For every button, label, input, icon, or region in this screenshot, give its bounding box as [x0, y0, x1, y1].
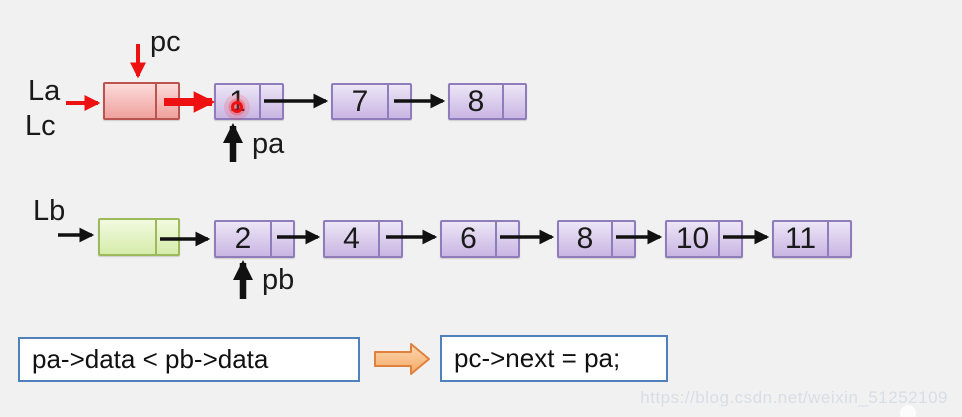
lb-list-label: Lb — [33, 195, 66, 227]
condition-box: pa->data < pb->data — [18, 337, 360, 382]
statement-box: pc->next = pa; — [440, 335, 668, 382]
node-value: 10 — [675, 222, 710, 255]
node-value: 7 — [351, 84, 369, 118]
pa-pointer-label: pa — [252, 128, 285, 160]
head-data-cell — [100, 220, 155, 254]
node-pointer-cell — [259, 85, 282, 118]
la-head-node — [103, 82, 180, 120]
condition-text: pa->data < pb->data — [32, 344, 269, 374]
node-value: 8 — [467, 84, 485, 118]
lc-list-label: Lc — [25, 110, 56, 142]
pb-pointer-label: pb — [262, 264, 295, 296]
implies-block-arrow — [374, 343, 430, 375]
node-pointer-cell — [611, 222, 634, 256]
lb-head-node — [98, 218, 180, 256]
node-value: 11 — [784, 222, 817, 255]
node-value: 1 — [229, 84, 246, 118]
pc-pointer-label: pc — [150, 26, 181, 58]
node-pointer-cell — [270, 222, 293, 256]
la-node-1: 1 — [214, 83, 284, 120]
statement-text: pc->next = pa; — [454, 343, 621, 373]
node-pointer-cell — [495, 222, 518, 256]
la-node-7: 7 — [331, 83, 412, 120]
node-pointer-cell — [155, 220, 178, 254]
node-pointer-cell — [387, 85, 410, 118]
node-pointer-cell — [378, 222, 401, 256]
node-pointer-cell — [502, 85, 525, 118]
lb-node-4: 4 — [323, 220, 403, 258]
node-pointer-cell — [155, 84, 178, 118]
watermark-url: https://blog.csdn.net/weixin_51252109 — [640, 388, 948, 407]
node-pointer-cell — [827, 222, 850, 256]
node-value: 8 — [576, 222, 594, 255]
node-value: 2 — [234, 222, 252, 255]
la-node-8: 8 — [448, 83, 527, 120]
node-value: 6 — [460, 222, 477, 255]
lb-node-11: 11 — [772, 220, 852, 258]
lb-node-10: 10 — [665, 220, 743, 258]
lb-node-8: 8 — [557, 220, 636, 258]
node-pointer-cell — [718, 222, 741, 256]
node-value: 4 — [343, 222, 360, 255]
lb-node-6: 6 — [440, 220, 520, 258]
head-data-cell — [105, 84, 155, 118]
la-list-label: La — [28, 75, 61, 107]
lb-node-2: 2 — [214, 220, 295, 258]
